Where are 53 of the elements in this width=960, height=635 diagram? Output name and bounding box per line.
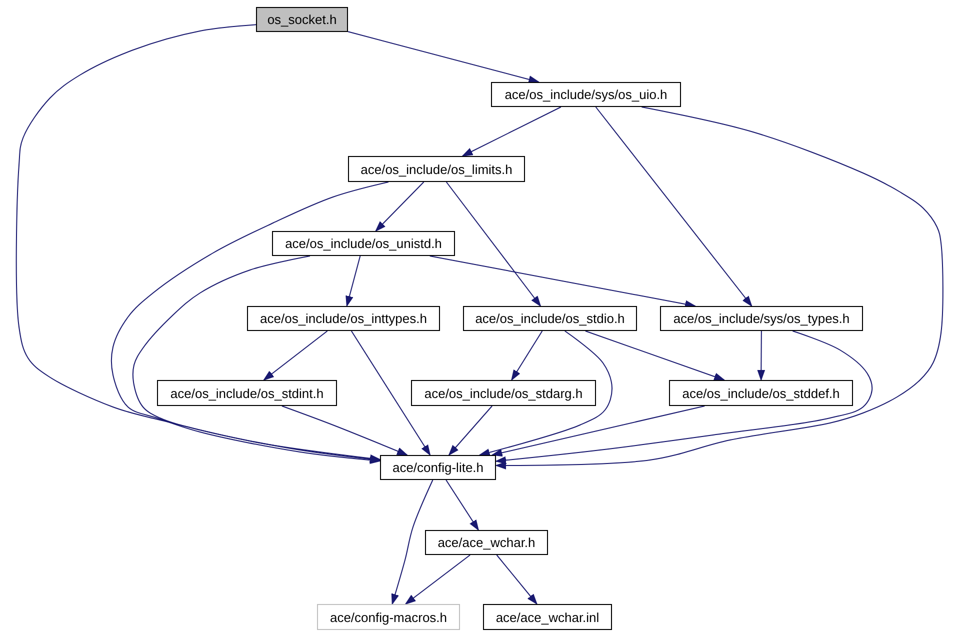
arrow xyxy=(595,106,752,306)
arrow xyxy=(462,106,562,156)
arrow xyxy=(348,31,540,84)
arrow xyxy=(446,480,479,530)
file-box xyxy=(669,380,853,406)
file-name: ace/ace_wchar.inl xyxy=(496,610,600,624)
arrow xyxy=(584,330,725,380)
file-name: ace/os_include/os_stddef.h xyxy=(682,386,840,400)
file-box xyxy=(256,7,348,32)
arrow xyxy=(511,330,543,380)
file-box xyxy=(660,306,863,331)
file-name: ace/os_include/sys/os_uio.h xyxy=(504,87,668,102)
file-name: ace/config-lite.h xyxy=(392,460,484,475)
arrow xyxy=(429,256,696,308)
file-name: ace/os_include/os_limits.h xyxy=(360,162,512,176)
file-name: os_socket.h xyxy=(267,12,337,27)
file-name: ace/os_include/os_unistd.h xyxy=(285,236,442,251)
arrow xyxy=(479,330,612,456)
file-box xyxy=(348,156,525,182)
file-name: ace/config-macros.h xyxy=(330,610,448,624)
arrow xyxy=(391,480,434,604)
arrow xyxy=(496,106,944,470)
file-box xyxy=(425,530,548,555)
arrow xyxy=(263,330,328,380)
file-box xyxy=(157,380,337,406)
file-box xyxy=(317,604,460,630)
file-box xyxy=(411,380,596,406)
arrow xyxy=(110,182,389,464)
arrow xyxy=(405,554,471,604)
file-box xyxy=(247,306,440,331)
file-name: ace/os_include/sys/os_types.h xyxy=(673,311,850,326)
file-name: ace/os_include/os_stdint.h xyxy=(170,386,324,400)
file-name: ace/os_include/os_stdarg.h xyxy=(424,386,583,400)
arrow xyxy=(16,24,380,462)
file-box xyxy=(463,306,637,331)
file-box xyxy=(491,82,681,107)
arrow xyxy=(350,330,431,456)
arrow xyxy=(132,256,380,463)
file-name: ace/ace_wchar.h xyxy=(438,535,536,550)
file-name: ace/os_include/os_stdio.h xyxy=(475,311,625,326)
file-name: ace/os_include/os_inttypes.h xyxy=(260,311,427,326)
arrow xyxy=(492,406,706,457)
arrow xyxy=(446,182,541,306)
file-box xyxy=(380,455,496,480)
arrow xyxy=(496,554,538,604)
arrow xyxy=(346,256,361,306)
file-box xyxy=(272,231,455,256)
arrow xyxy=(496,330,873,464)
arrow xyxy=(448,406,493,456)
arrow xyxy=(375,182,424,232)
arrow xyxy=(757,330,766,380)
file-box xyxy=(483,604,612,630)
arrow xyxy=(281,406,408,456)
